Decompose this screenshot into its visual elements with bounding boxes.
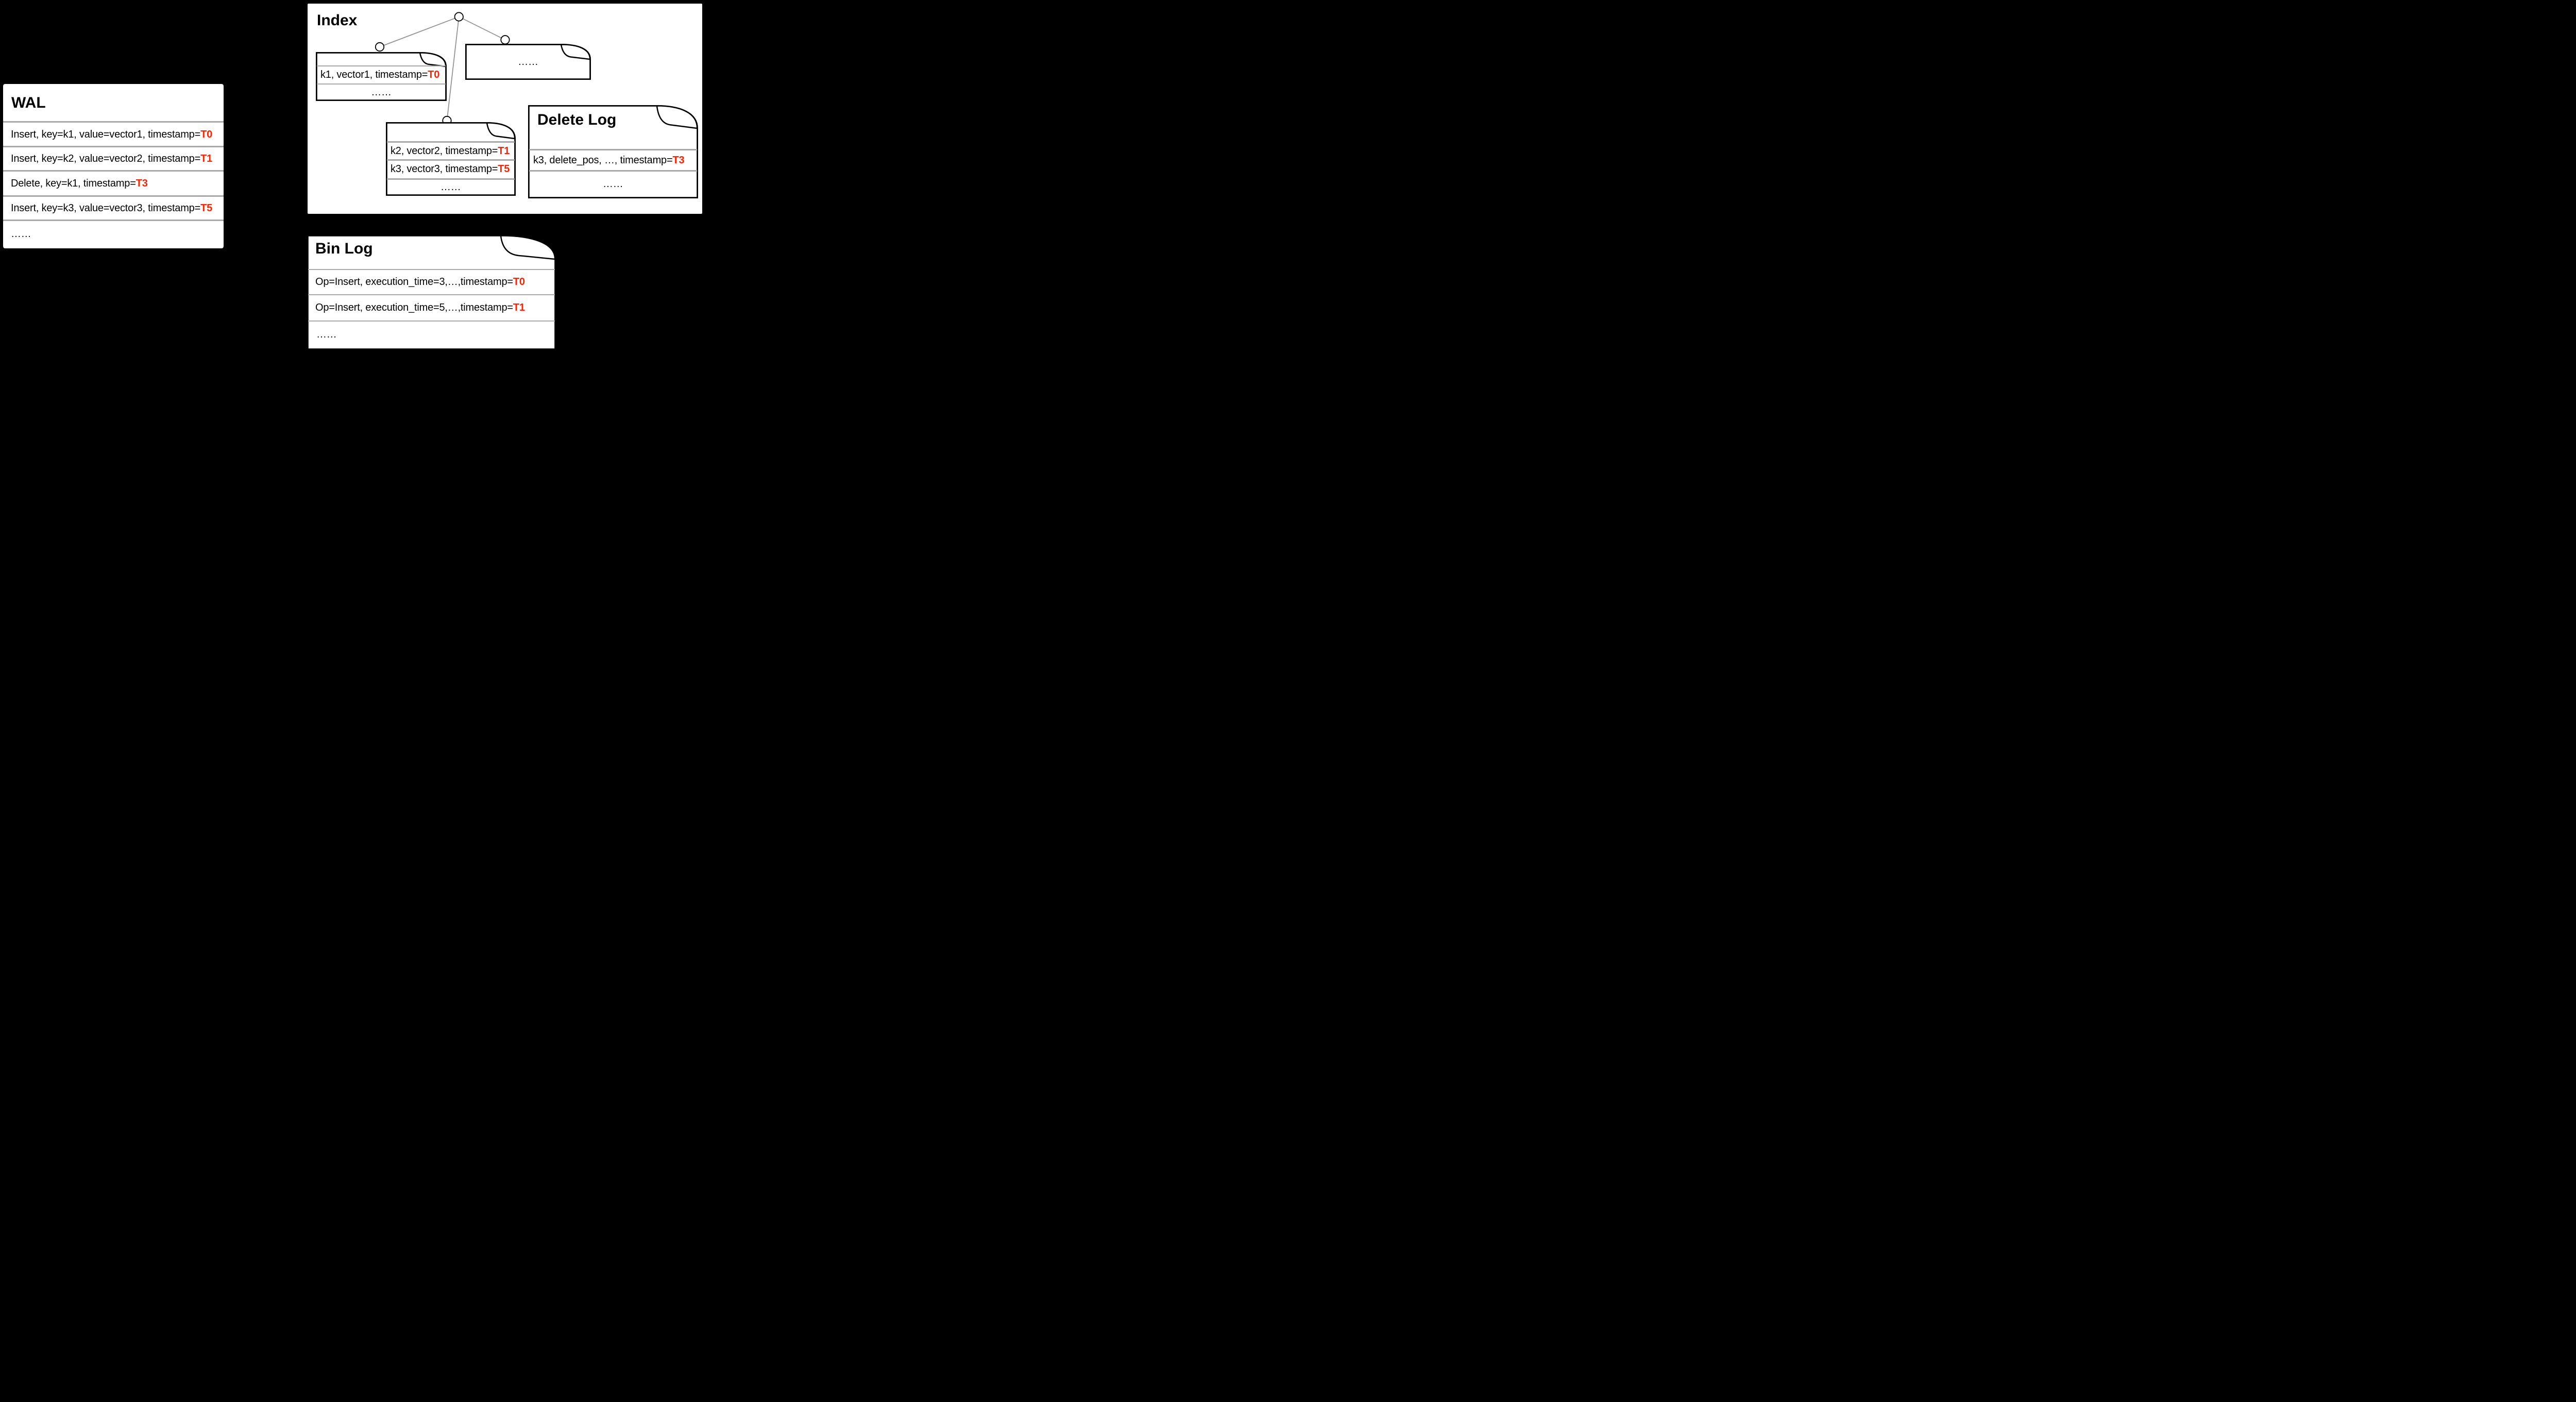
bin-log-row: Op=Insert, execution_time=5,…,timestamp=… [307, 295, 556, 320]
segment-row: …… [316, 85, 447, 100]
wal-row-text: Insert, key=k3, value=vector3, timestamp… [11, 202, 201, 214]
divider [3, 170, 224, 172]
timestamp-value: T1 [498, 145, 510, 157]
segment-row: k1, vector1, timestamp=T0 [316, 66, 447, 83]
timestamp-value: T0 [200, 128, 213, 140]
delete-log-row: k3, delete_pos, …, timestamp=T3 [528, 150, 698, 170]
index-segment-doc-more: …… [465, 44, 591, 80]
wal-row: …… [3, 221, 224, 247]
tree-node-right [500, 35, 510, 45]
index-segment-doc-1: k1, vector1, timestamp=T0 …… [316, 52, 447, 101]
document-outline [316, 52, 447, 101]
timestamp-value: T1 [513, 302, 525, 313]
wal-title: WAL [11, 94, 46, 111]
tree-edge-right [459, 16, 505, 41]
diagram-canvas: WAL Insert, key=k1, value=vector1, times… [0, 0, 704, 350]
bin-log-doc: Bin Log Op=Insert, execution_time=3,…,ti… [307, 234, 556, 350]
divider [308, 268, 555, 271]
tree-edge-middle [446, 16, 460, 121]
wal-row: Insert, key=k3, value=vector3, timestamp… [3, 196, 224, 220]
bin-log-row-text: Op=Insert, execution_time=5,…,timestamp= [315, 302, 513, 313]
document-outline [528, 105, 698, 198]
bin-log-title: Bin Log [315, 240, 373, 257]
segment-row-text: k3, vector3, timestamp= [391, 163, 498, 175]
wal-row-text: Insert, key=k1, value=vector1, timestamp… [11, 128, 201, 140]
divider [308, 294, 555, 296]
timestamp-value: T5 [200, 202, 213, 214]
segment-row: …… [386, 179, 516, 195]
index-title: Index [317, 12, 358, 29]
delete-log-row: …… [528, 171, 698, 197]
divider [3, 146, 224, 147]
divider [387, 141, 515, 143]
segment-row-text: k1, vector1, timestamp= [320, 69, 428, 80]
timestamp-value: T0 [513, 276, 525, 288]
document-outline [386, 122, 516, 196]
tree-root-node [454, 12, 464, 22]
segment-row: …… [465, 44, 591, 80]
index-panel: Index k1, vector1, timestamp=T0 …… …… [308, 4, 702, 214]
wal-row-text: Insert, key=k2, value=vector2, timestamp… [11, 153, 201, 164]
divider [529, 170, 697, 172]
wal-row: Insert, key=k1, value=vector1, timestamp… [3, 122, 224, 146]
document-outline [465, 44, 591, 80]
divider [317, 65, 446, 67]
segment-row-text: …… [440, 181, 461, 193]
divider [387, 178, 515, 180]
wal-row-text: …… [11, 228, 31, 240]
tree-node-left [375, 42, 385, 52]
delete-log-row-text: …… [602, 178, 623, 190]
bin-log-row: …… [307, 322, 556, 347]
wal-row: Insert, key=k2, value=vector2, timestamp… [3, 147, 224, 171]
divider [387, 159, 515, 161]
wal-panel: WAL Insert, key=k1, value=vector1, times… [3, 84, 224, 248]
timestamp-value: T3 [135, 178, 148, 189]
divider [317, 83, 446, 85]
timestamp-value: T1 [200, 153, 213, 164]
segment-row: k2, vector2, timestamp=T1 [386, 142, 516, 159]
delete-log-doc: Delete Log k3, delete_pos, …, timestamp=… [528, 105, 698, 198]
segment-row: k3, vector3, timestamp=T5 [386, 160, 516, 178]
timestamp-value: T5 [498, 163, 510, 175]
divider [3, 195, 224, 197]
segment-row-text: …… [518, 56, 538, 67]
segment-row-text: k2, vector2, timestamp= [391, 145, 498, 157]
divider [529, 149, 697, 150]
segment-row-text: …… [371, 86, 392, 98]
wal-row-text: Delete, key=k1, timestamp= [11, 178, 136, 189]
timestamp-value: T0 [428, 69, 440, 80]
wal-row: Delete, key=k1, timestamp=T3 [3, 171, 224, 196]
delete-log-row-text: k3, delete_pos, …, timestamp= [533, 154, 673, 166]
divider [3, 219, 224, 221]
index-segment-doc-2: k2, vector2, timestamp=T1 k3, vector3, t… [386, 122, 516, 196]
divider [308, 320, 555, 322]
tree-edge-left [379, 16, 460, 47]
divider [3, 121, 224, 123]
timestamp-value: T3 [672, 154, 685, 166]
bin-log-row-text: …… [316, 328, 337, 340]
bin-log-row: Op=Insert, execution_time=3,…,timestamp=… [307, 270, 556, 294]
bin-log-row-text: Op=Insert, execution_time=3,…,timestamp= [315, 276, 513, 288]
delete-log-title: Delete Log [537, 111, 617, 128]
